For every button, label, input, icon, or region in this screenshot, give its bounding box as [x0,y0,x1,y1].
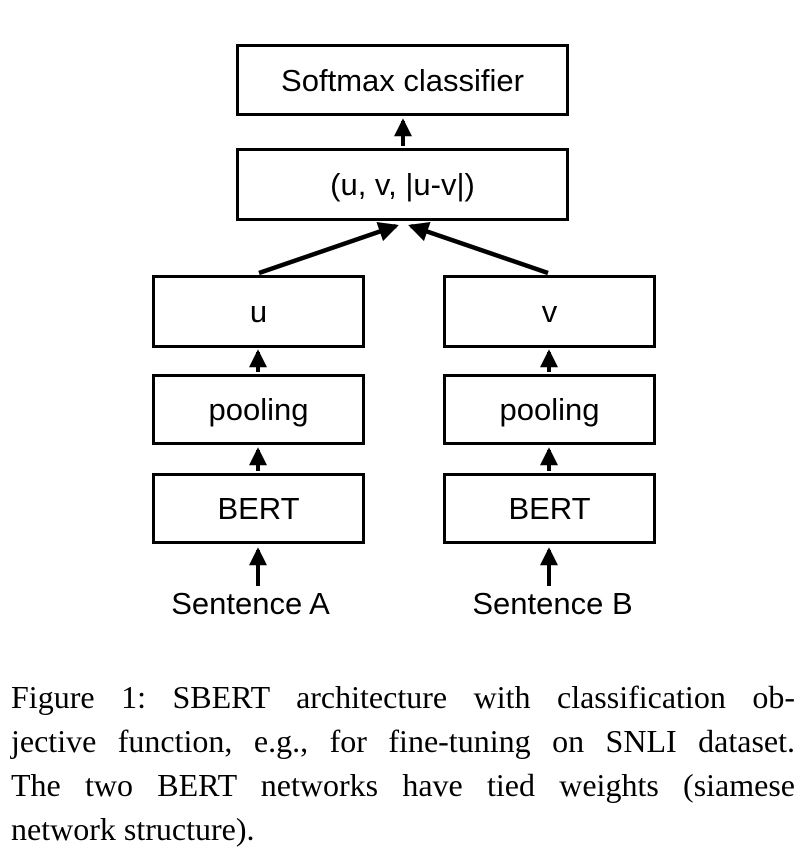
bert-left-label: BERT [217,491,300,526]
pooling-left-box: pooling [152,374,365,445]
v-embedding-box: v [443,275,656,348]
concat-uv-label: (u, v, |u-v|) [330,167,475,202]
figure-caption: Figure 1: SBERT architecture with classi… [11,675,795,851]
u-embedding-label: u [249,294,268,329]
sentence-a-label: Sentence A [171,586,330,621]
bert-right-label: BERT [508,491,591,526]
v-embedding-label: v [541,294,558,329]
bert-right-box: BERT [443,473,656,544]
concat-uv-box: (u, v, |u-v|) [236,148,569,221]
caption-line-3: The two BERT networks have tied weights … [11,767,795,803]
pooling-left-label: pooling [208,392,309,427]
pooling-right-box: pooling [443,374,656,445]
arrow-diagonal-icon-u-to-concat [258,222,399,276]
softmax-classifier-label: Softmax classifier [281,62,524,98]
pooling-right-label: pooling [499,392,600,427]
bert-left-box: BERT [152,473,365,544]
u-embedding-box: u [152,275,365,348]
caption-line-2: jective function, e.g., for fine-tuning … [11,723,795,759]
arrow-diagonal-icon-v-to-concat [408,222,549,276]
caption-line-4: network structure). [11,811,255,847]
softmax-classifier-box: Softmax classifier [236,44,569,116]
sentence-b-label: Sentence B [472,586,633,621]
caption-line-1: Figure 1: SBERT architecture with classi… [11,679,795,715]
